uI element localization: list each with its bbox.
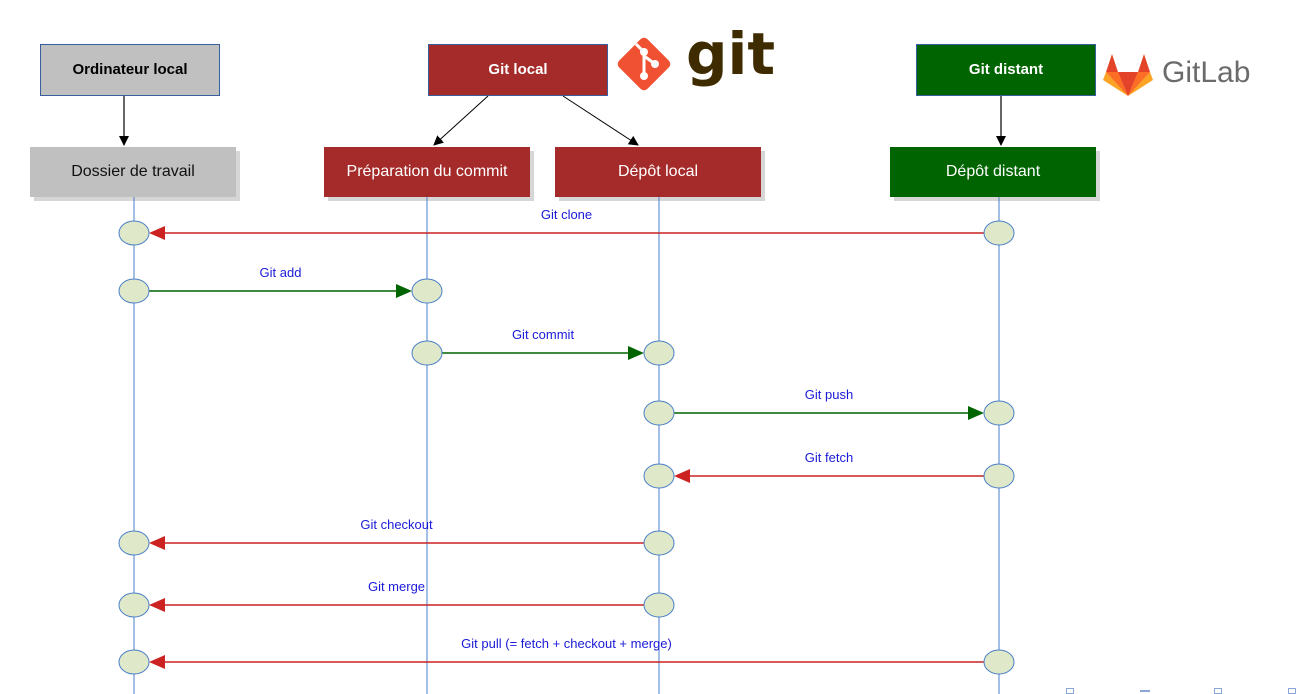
- gitlab-logo-icon: [1103, 54, 1153, 96]
- node-7-target: [118, 649, 150, 675]
- node-7-source: [983, 649, 1015, 675]
- node-6-target: [118, 592, 150, 618]
- arrow-head-4: [674, 469, 690, 483]
- operation-label: Git clone: [540, 207, 593, 222]
- node-5-target: [118, 530, 150, 556]
- connector-gitlocal-to-localrepo: [562, 95, 639, 146]
- arrow-head-5: [149, 536, 165, 550]
- operation-label: Git pull (= fetch + checkout + merge): [461, 636, 672, 651]
- area-remote-repo: Dépôt distant: [890, 147, 1096, 197]
- node-2-source: [411, 340, 443, 366]
- area-staging: Préparation du commit: [324, 147, 530, 197]
- arrow-head-2: [628, 346, 644, 360]
- node-1-target: [411, 278, 443, 304]
- node-0-source: [983, 220, 1015, 246]
- node-6-source: [643, 592, 675, 618]
- arrow-head-3: [968, 406, 984, 420]
- operation-label: Git merge: [367, 579, 426, 594]
- gitlab-logo-text: GitLab: [1162, 56, 1251, 89]
- operation-label: Git checkout: [360, 517, 433, 532]
- arrow-head-6: [149, 598, 165, 612]
- area-working-dir: Dossier de travail: [30, 147, 236, 197]
- node-3-target: [983, 400, 1015, 426]
- operation-label: Git add: [259, 265, 302, 280]
- corner-marks: [1060, 688, 1300, 694]
- header-git-local: Git local: [428, 44, 608, 96]
- node-4-source: [983, 463, 1015, 489]
- connector-gitlocal-to-staging: [433, 95, 489, 146]
- node-3-source: [643, 400, 675, 426]
- node-4-target: [643, 463, 675, 489]
- area-local-repo: Dépôt local: [555, 147, 761, 197]
- git-logo-text: git: [686, 20, 776, 88]
- node-5-source: [643, 530, 675, 556]
- operation-label: Git commit: [511, 327, 575, 342]
- node-2-target: [643, 340, 675, 366]
- arrow-head-1: [396, 284, 412, 298]
- git-logo-icon: [617, 37, 671, 91]
- node-0-target: [118, 220, 150, 246]
- arrow-head-0: [149, 226, 165, 240]
- header-local-computer: Ordinateur local: [40, 44, 220, 96]
- operation-label: Git push: [804, 387, 854, 402]
- node-1-source: [118, 278, 150, 304]
- header-git-remote: Git distant: [916, 44, 1096, 96]
- arrow-head-7: [149, 655, 165, 669]
- operation-label: Git fetch: [804, 450, 854, 465]
